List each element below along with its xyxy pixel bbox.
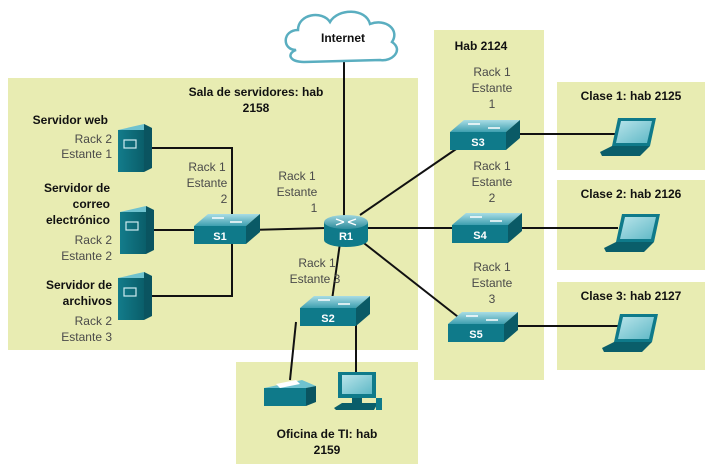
s1-shelf-number: 2 (221, 192, 228, 206)
s1-shelf: Estante (187, 176, 228, 190)
class-1: Clase 1: hab 2125 (581, 89, 682, 156)
switch-s4: Rack 1 Estante 2 S4 (452, 159, 522, 243)
s2-rack: Rack 1 (298, 256, 336, 270)
link-web-server-s1 (152, 147, 233, 218)
desktop-pc-icon (334, 372, 382, 410)
s3-shelf: Estante (472, 81, 513, 95)
laptop-icon (600, 118, 656, 156)
web-server-rack: Rack 2 (75, 132, 113, 146)
web-server-name: Servidor web (33, 113, 108, 127)
server-icon (118, 272, 152, 320)
s3-shelf-number: 1 (489, 97, 496, 111)
router-r1: Rack 1 Estante 1 R1 (277, 169, 368, 247)
switch-icon: S2 (300, 296, 370, 326)
r1-shelf: Estante (277, 185, 318, 199)
s2-label: S2 (321, 313, 334, 325)
s4-shelf-number: 2 (489, 191, 496, 205)
s4-shelf: Estante (472, 175, 513, 189)
class-1-title: Clase 1: hab 2125 (581, 89, 682, 103)
printer-icon (264, 380, 316, 406)
switch-s2: Rack 1 Estante 3 S2 (290, 256, 370, 326)
switch-icon: S5 (448, 312, 518, 342)
link-r1-s3 (359, 144, 463, 216)
s5-label: S5 (469, 329, 482, 341)
cloud-icon (284, 10, 399, 64)
mail-server: Servidor de correo electrónico Rack 2 Es… (44, 181, 154, 263)
mail-server-shelf: Estante 2 (61, 249, 112, 263)
file-server: Servidor de archivos Rack 2 Estante 3 (46, 272, 152, 344)
link-s1-r1 (247, 227, 327, 231)
internet-cloud: Internet (284, 10, 399, 64)
switch-s5: Rack 1 Estante 3 S5 (448, 260, 518, 342)
it-office: Oficina de TI: hab 2159 (264, 372, 382, 457)
s2-shelf: Estante 3 (290, 272, 341, 286)
laptop-icon (604, 214, 660, 252)
switch-s3: Rack 1 Estante 1 S3 (450, 65, 520, 150)
server-icon (118, 124, 152, 172)
server-room-title-line1: Sala de servidores: hab (189, 85, 324, 99)
switch-s1: Rack 1 Estante 2 S1 (187, 160, 260, 244)
switch-icon: S3 (450, 120, 520, 150)
hab-2124-title: Hab 2124 (455, 39, 508, 53)
laptop-icon (602, 314, 658, 352)
it-office-zone (236, 362, 418, 464)
class-2: Clase 2: hab 2126 (581, 187, 682, 252)
link-r1-s5 (359, 239, 463, 321)
switch-icon: S4 (452, 213, 522, 243)
file-server-name-line1: Servidor de (46, 278, 112, 292)
network-links (152, 62, 618, 381)
internet-label: Internet (321, 31, 365, 45)
r1-shelf-number: 1 (311, 201, 318, 215)
web-server: Servidor web Rack 2 Estante 1 (33, 113, 152, 172)
it-office-title-line1: Oficina de TI: hab (277, 427, 378, 441)
it-office-title-line2: 2159 (314, 443, 341, 457)
class-2-title: Clase 2: hab 2126 (581, 187, 682, 201)
s1-label: S1 (213, 231, 226, 243)
link-r1-s2 (331, 242, 341, 301)
web-server-shelf: Estante 1 (61, 147, 112, 161)
s5-rack: Rack 1 (473, 260, 511, 274)
server-room-title-line2: 2158 (243, 101, 270, 115)
s1-rack: Rack 1 (188, 160, 226, 174)
mail-server-name-line3: electrónico (46, 213, 110, 227)
s4-rack: Rack 1 (473, 159, 511, 173)
s3-rack: Rack 1 (473, 65, 511, 79)
server-icon (120, 206, 154, 254)
class-3-title: Clase 3: hab 2127 (581, 289, 682, 303)
file-server-rack: Rack 2 (75, 314, 113, 328)
s3-label: S3 (471, 137, 484, 149)
file-server-name-line2: archivos (63, 294, 113, 308)
mail-server-rack: Rack 2 (75, 233, 113, 247)
mail-server-name-line2: correo (73, 197, 110, 211)
link-file-server-s1 (152, 244, 233, 297)
s5-shelf: Estante (472, 276, 513, 290)
router-icon: R1 (324, 215, 368, 247)
r1-rack: Rack 1 (278, 169, 316, 183)
switch-icon: S1 (194, 214, 260, 244)
file-server-shelf: Estante 3 (61, 330, 112, 344)
s4-label: S4 (473, 230, 487, 242)
mail-server-name-line1: Servidor de (44, 181, 110, 195)
r1-label: R1 (339, 231, 353, 243)
class-3: Clase 3: hab 2127 (581, 289, 682, 352)
link-s2-printer (289, 321, 297, 381)
s5-shelf-number: 3 (489, 292, 496, 306)
